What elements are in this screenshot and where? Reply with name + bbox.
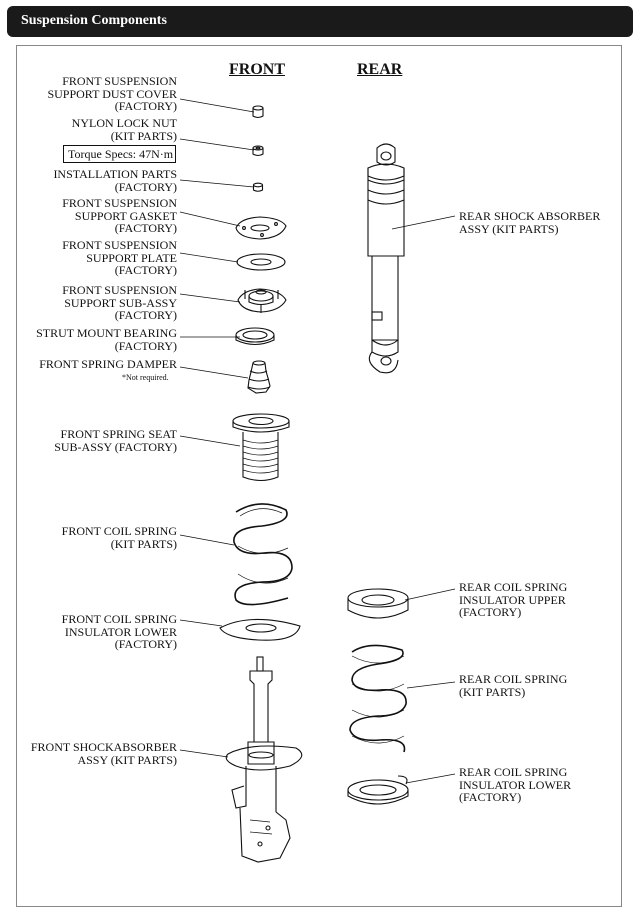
gasket-part (235, 216, 287, 240)
label-front-insulator-lower: FRONT COIL SPRING INSULATOR LOWER (FACTO… (61, 612, 177, 651)
support-sub-assy-part (237, 288, 287, 313)
label-support-gasket: FRONT SUSPENSION SUPPORT GASKET (FACTORY… (62, 196, 177, 235)
label-rear-coil-spring: REAR COIL SPRING (KIT PARTS) (459, 672, 568, 699)
torque-spec-box: Torque Specs: 47N·m (63, 145, 176, 163)
rear-shock-absorber-part (367, 143, 405, 374)
rear-insulator-upper-part (347, 588, 409, 619)
front-coil-spring-part (233, 503, 293, 606)
label-rear-insulator-upper: REAR COIL SPRING INSULATOR UPPER (FACTOR… (459, 580, 568, 619)
rear-insulator-lower-part (347, 775, 409, 805)
label-front-coil-spring: FRONT COIL SPRING (KIT PARTS) (61, 524, 177, 551)
damper-note: *Not required. (122, 373, 169, 382)
lock-nut-part (252, 145, 264, 157)
spring-seat-part (232, 413, 290, 482)
label-spring-seat: FRONT SPRING SEAT SUB-ASSY (FACTORY) (54, 427, 177, 454)
label-dust-cover: FRONT SUSPENSION SUPPORT DUST COVER (FAC… (47, 74, 177, 113)
spring-damper-part (247, 360, 271, 394)
installation-part (252, 182, 264, 192)
label-rear-shock-absorber: REAR SHOCK ABSORBER ASSY (KIT PARTS) (459, 209, 601, 236)
rear-column-heading: REAR (357, 61, 403, 78)
label-support-sub-assy: FRONT SUSPENSION SUPPORT SUB-ASSY (FACTO… (62, 283, 177, 322)
diagram-frame (16, 45, 622, 907)
rear-coil-spring-part (349, 644, 407, 753)
strut-bearing-part (235, 327, 275, 346)
support-plate-part (236, 253, 286, 271)
title-bar: Suspension Components (7, 6, 633, 37)
label-support-plate: FRONT SUSPENSION SUPPORT PLATE (FACTORY) (62, 238, 177, 277)
page-title: Suspension Components (21, 13, 167, 28)
label-strut-mount-bearing: STRUT MOUNT BEARING (FACTORY) (36, 326, 177, 353)
front-shock-absorber-part (225, 656, 303, 863)
dust-cover-part (252, 105, 264, 119)
front-insulator-lower-part (219, 618, 301, 641)
leader-lines (179, 98, 456, 784)
label-nylon-lock-nut: NYLON LOCK NUT (KIT PARTS) (71, 116, 177, 143)
front-column-heading: FRONT (229, 61, 285, 78)
label-rear-insulator-lower: REAR COIL SPRING INSULATOR LOWER (FACTOR… (459, 765, 572, 804)
label-front-shock-absorber: FRONT SHOCKABSORBER ASSY (KIT PARTS) (30, 740, 177, 767)
label-installation-parts: INSTALLATION PARTS (FACTORY) (53, 167, 177, 194)
label-spring-damper: FRONT SPRING DAMPER (39, 357, 177, 371)
